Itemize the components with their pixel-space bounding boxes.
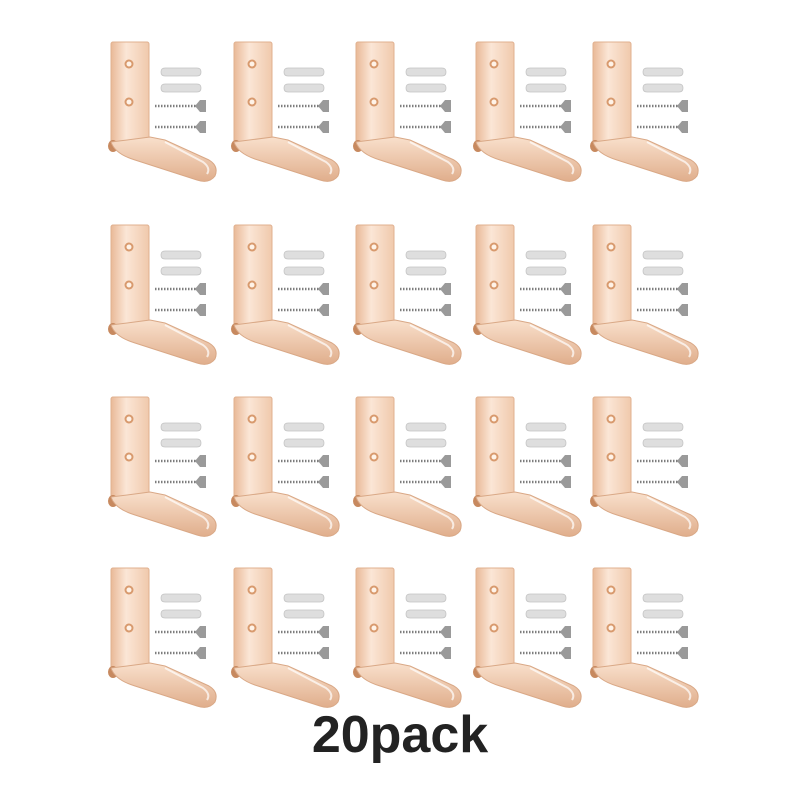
hook-item: [588, 395, 700, 538]
hook-item: [229, 40, 341, 183]
pack-count-caption: 20pack: [311, 706, 489, 764]
hook-item: [471, 40, 583, 183]
hook-item: [229, 395, 341, 538]
hook-item: [106, 40, 218, 183]
hook-item: [351, 566, 463, 709]
hook-item: [351, 395, 463, 538]
hook-item: [471, 223, 583, 366]
hook-item: [471, 395, 583, 538]
hook-item: [229, 223, 341, 366]
hook-item: [351, 223, 463, 366]
hook-item: [588, 40, 700, 183]
hook-item: [106, 223, 218, 366]
hook-item: [106, 395, 218, 538]
hook-item: [588, 223, 700, 366]
hook-item: [588, 566, 700, 709]
hook-item: [351, 40, 463, 183]
hook-item: [229, 566, 341, 709]
hook-item: [471, 566, 583, 709]
hook-item: [106, 566, 218, 709]
